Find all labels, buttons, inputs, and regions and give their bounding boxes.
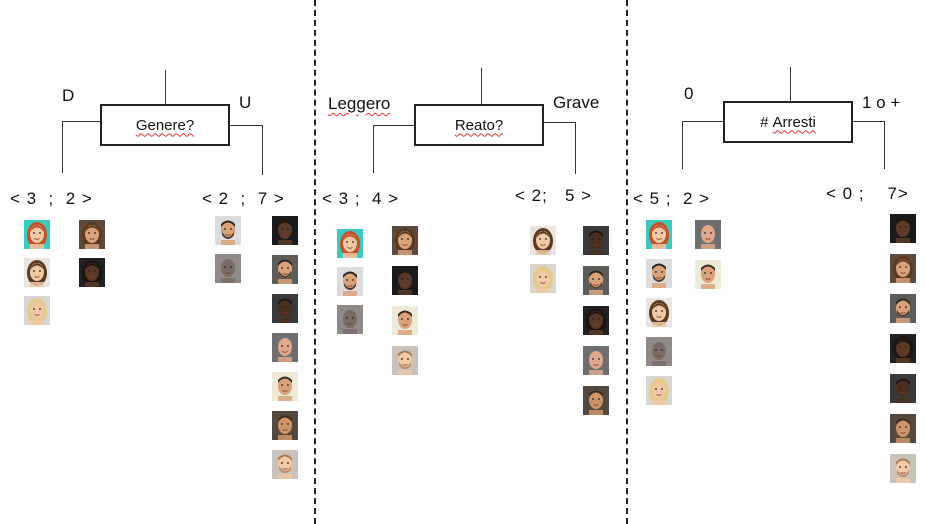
branch-label-left: Leggero — [328, 94, 391, 113]
tree-branch-left — [373, 125, 414, 126]
count-right: < 2; 5 > — [515, 186, 593, 205]
count-right: < 0 ; 7> — [826, 184, 909, 203]
portrait-woman-dark — [583, 306, 609, 335]
portrait-woman-red-teal — [646, 220, 672, 249]
portrait-man-beard-3 — [890, 454, 916, 483]
divider-1 — [314, 0, 316, 524]
portrait-woman-blonde — [646, 376, 672, 405]
portrait-man-dark — [272, 216, 298, 245]
portrait-man-dark — [890, 214, 916, 243]
portrait-man-bald — [695, 220, 721, 249]
portrait-man-dark-2 — [583, 226, 609, 255]
portrait-man-dark-bald — [215, 254, 241, 283]
portrait-man-smile — [392, 306, 418, 335]
tree-stem — [165, 70, 166, 104]
tree-stem — [790, 67, 791, 101]
tree-drop-right — [575, 122, 576, 174]
portrait-man-beard-2 — [890, 294, 916, 323]
tree-branch-right — [851, 121, 884, 122]
portrait-woman-brown — [24, 258, 50, 287]
portrait-woman-brown — [646, 298, 672, 327]
portrait-man-smile-2 — [272, 411, 298, 440]
portrait-woman-dark — [890, 334, 916, 363]
question-text: Reato? — [454, 116, 504, 134]
branch-label-left: 0 — [684, 84, 694, 103]
question-prefix: # — [760, 113, 769, 131]
portrait-woman-brown-smile — [79, 220, 105, 249]
branch-label-right: U — [239, 93, 252, 112]
portrait-man-bald — [272, 333, 298, 362]
portrait-man-beard — [215, 216, 241, 245]
branch-label-right: Grave — [553, 93, 600, 112]
portrait-woman-brown — [530, 226, 556, 255]
portrait-man-beard-2 — [583, 266, 609, 295]
branch-label-left: D — [62, 86, 75, 105]
tree-branch-left — [682, 121, 723, 122]
portrait-man-dark-bald — [337, 305, 363, 334]
tree-branch-left — [62, 121, 100, 122]
count-left: < 3 ; 4 > — [322, 189, 400, 208]
portrait-man-beard-3 — [392, 346, 418, 375]
portrait-man-smile-2 — [890, 414, 916, 443]
count-right: < 2 ; 7 > — [202, 189, 285, 208]
portrait-woman-red-teal — [24, 220, 50, 249]
portrait-woman-brown-smile — [890, 254, 916, 283]
portrait-woman-blonde — [24, 296, 50, 325]
portrait-man-bald — [583, 346, 609, 375]
question-box: # Arresti — [723, 101, 853, 143]
tree-branch-right — [228, 125, 262, 126]
tree-branch-right — [542, 122, 575, 123]
count-left: < 3 ; 2 > — [10, 189, 93, 208]
question-box: Reato? — [414, 104, 544, 146]
tree-drop-left — [62, 121, 63, 173]
tree-stem — [481, 68, 482, 104]
portrait-man-smile — [272, 372, 298, 401]
tree-drop-right — [262, 125, 263, 175]
portrait-man-beard — [646, 259, 672, 288]
portrait-woman-blonde — [530, 264, 556, 293]
portrait-man-beard-2 — [272, 255, 298, 284]
branch-label-right: 1 o + — [862, 93, 901, 112]
divider-2 — [626, 0, 628, 524]
tree-drop-left — [682, 121, 683, 169]
portrait-woman-brown-smile — [392, 226, 418, 255]
portrait-man-dark-bald — [646, 337, 672, 366]
count-left: < 5 ; 2 > — [633, 189, 711, 208]
portrait-man-beard — [337, 267, 363, 296]
tree-drop-right — [884, 121, 885, 169]
question-text: Arresti — [772, 113, 816, 131]
portrait-man-dark-2 — [890, 374, 916, 403]
portrait-man-beard-3 — [272, 450, 298, 479]
tree-drop-left — [373, 125, 374, 173]
portrait-man-dark — [392, 266, 418, 295]
portrait-man-smile-2 — [583, 386, 609, 415]
portrait-man-dark-2 — [272, 294, 298, 323]
question-text: Genere? — [135, 116, 195, 134]
portrait-man-smile — [695, 260, 721, 289]
portrait-woman-red-teal — [337, 229, 363, 258]
portrait-woman-dark — [79, 258, 105, 287]
question-box: Genere? — [100, 104, 230, 146]
